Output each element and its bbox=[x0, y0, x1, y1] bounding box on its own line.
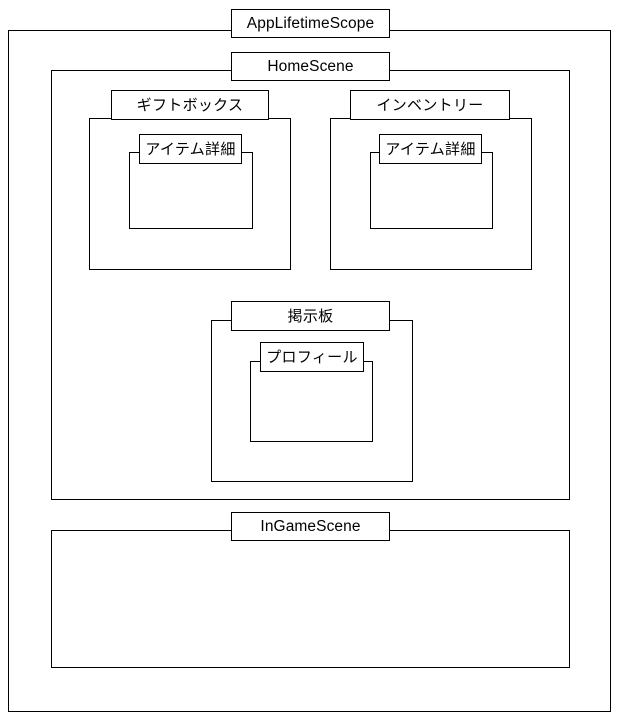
scope-label-app-lifetime-scope[interactable]: AppLifetimeScope bbox=[231, 9, 390, 38]
scope-box-profile bbox=[250, 361, 373, 442]
scope-label-text-bulletin-board: 掲示板 bbox=[287, 307, 334, 325]
scope-label-text-inventory-item-detail: アイテム詳細 bbox=[385, 140, 476, 158]
scope-label-inventory-item-detail[interactable]: アイテム詳細 bbox=[379, 134, 482, 164]
scope-label-home-scene[interactable]: HomeScene bbox=[231, 52, 390, 81]
scope-label-text-in-game-scene: InGameScene bbox=[260, 517, 361, 535]
scope-label-text-app-lifetime-scope: AppLifetimeScope bbox=[246, 14, 375, 32]
scope-label-text-inventory: インベントリー bbox=[376, 96, 484, 114]
scope-label-text-gift-box: ギフトボックス bbox=[136, 96, 244, 114]
scope-label-text-home-scene: HomeScene bbox=[267, 57, 354, 75]
scope-label-inventory[interactable]: インベントリー bbox=[350, 90, 510, 120]
scope-box-in-game-scene bbox=[51, 530, 570, 668]
scope-label-text-gift-box-item-detail: アイテム詳細 bbox=[145, 140, 236, 158]
scope-label-gift-box-item-detail[interactable]: アイテム詳細 bbox=[139, 134, 242, 164]
scope-label-gift-box[interactable]: ギフトボックス bbox=[111, 90, 269, 120]
scope-label-bulletin-board[interactable]: 掲示板 bbox=[231, 301, 390, 331]
scope-label-in-game-scene[interactable]: InGameScene bbox=[231, 512, 390, 541]
scope-label-text-profile: プロフィール bbox=[266, 348, 358, 366]
scope-label-profile[interactable]: プロフィール bbox=[260, 342, 364, 372]
